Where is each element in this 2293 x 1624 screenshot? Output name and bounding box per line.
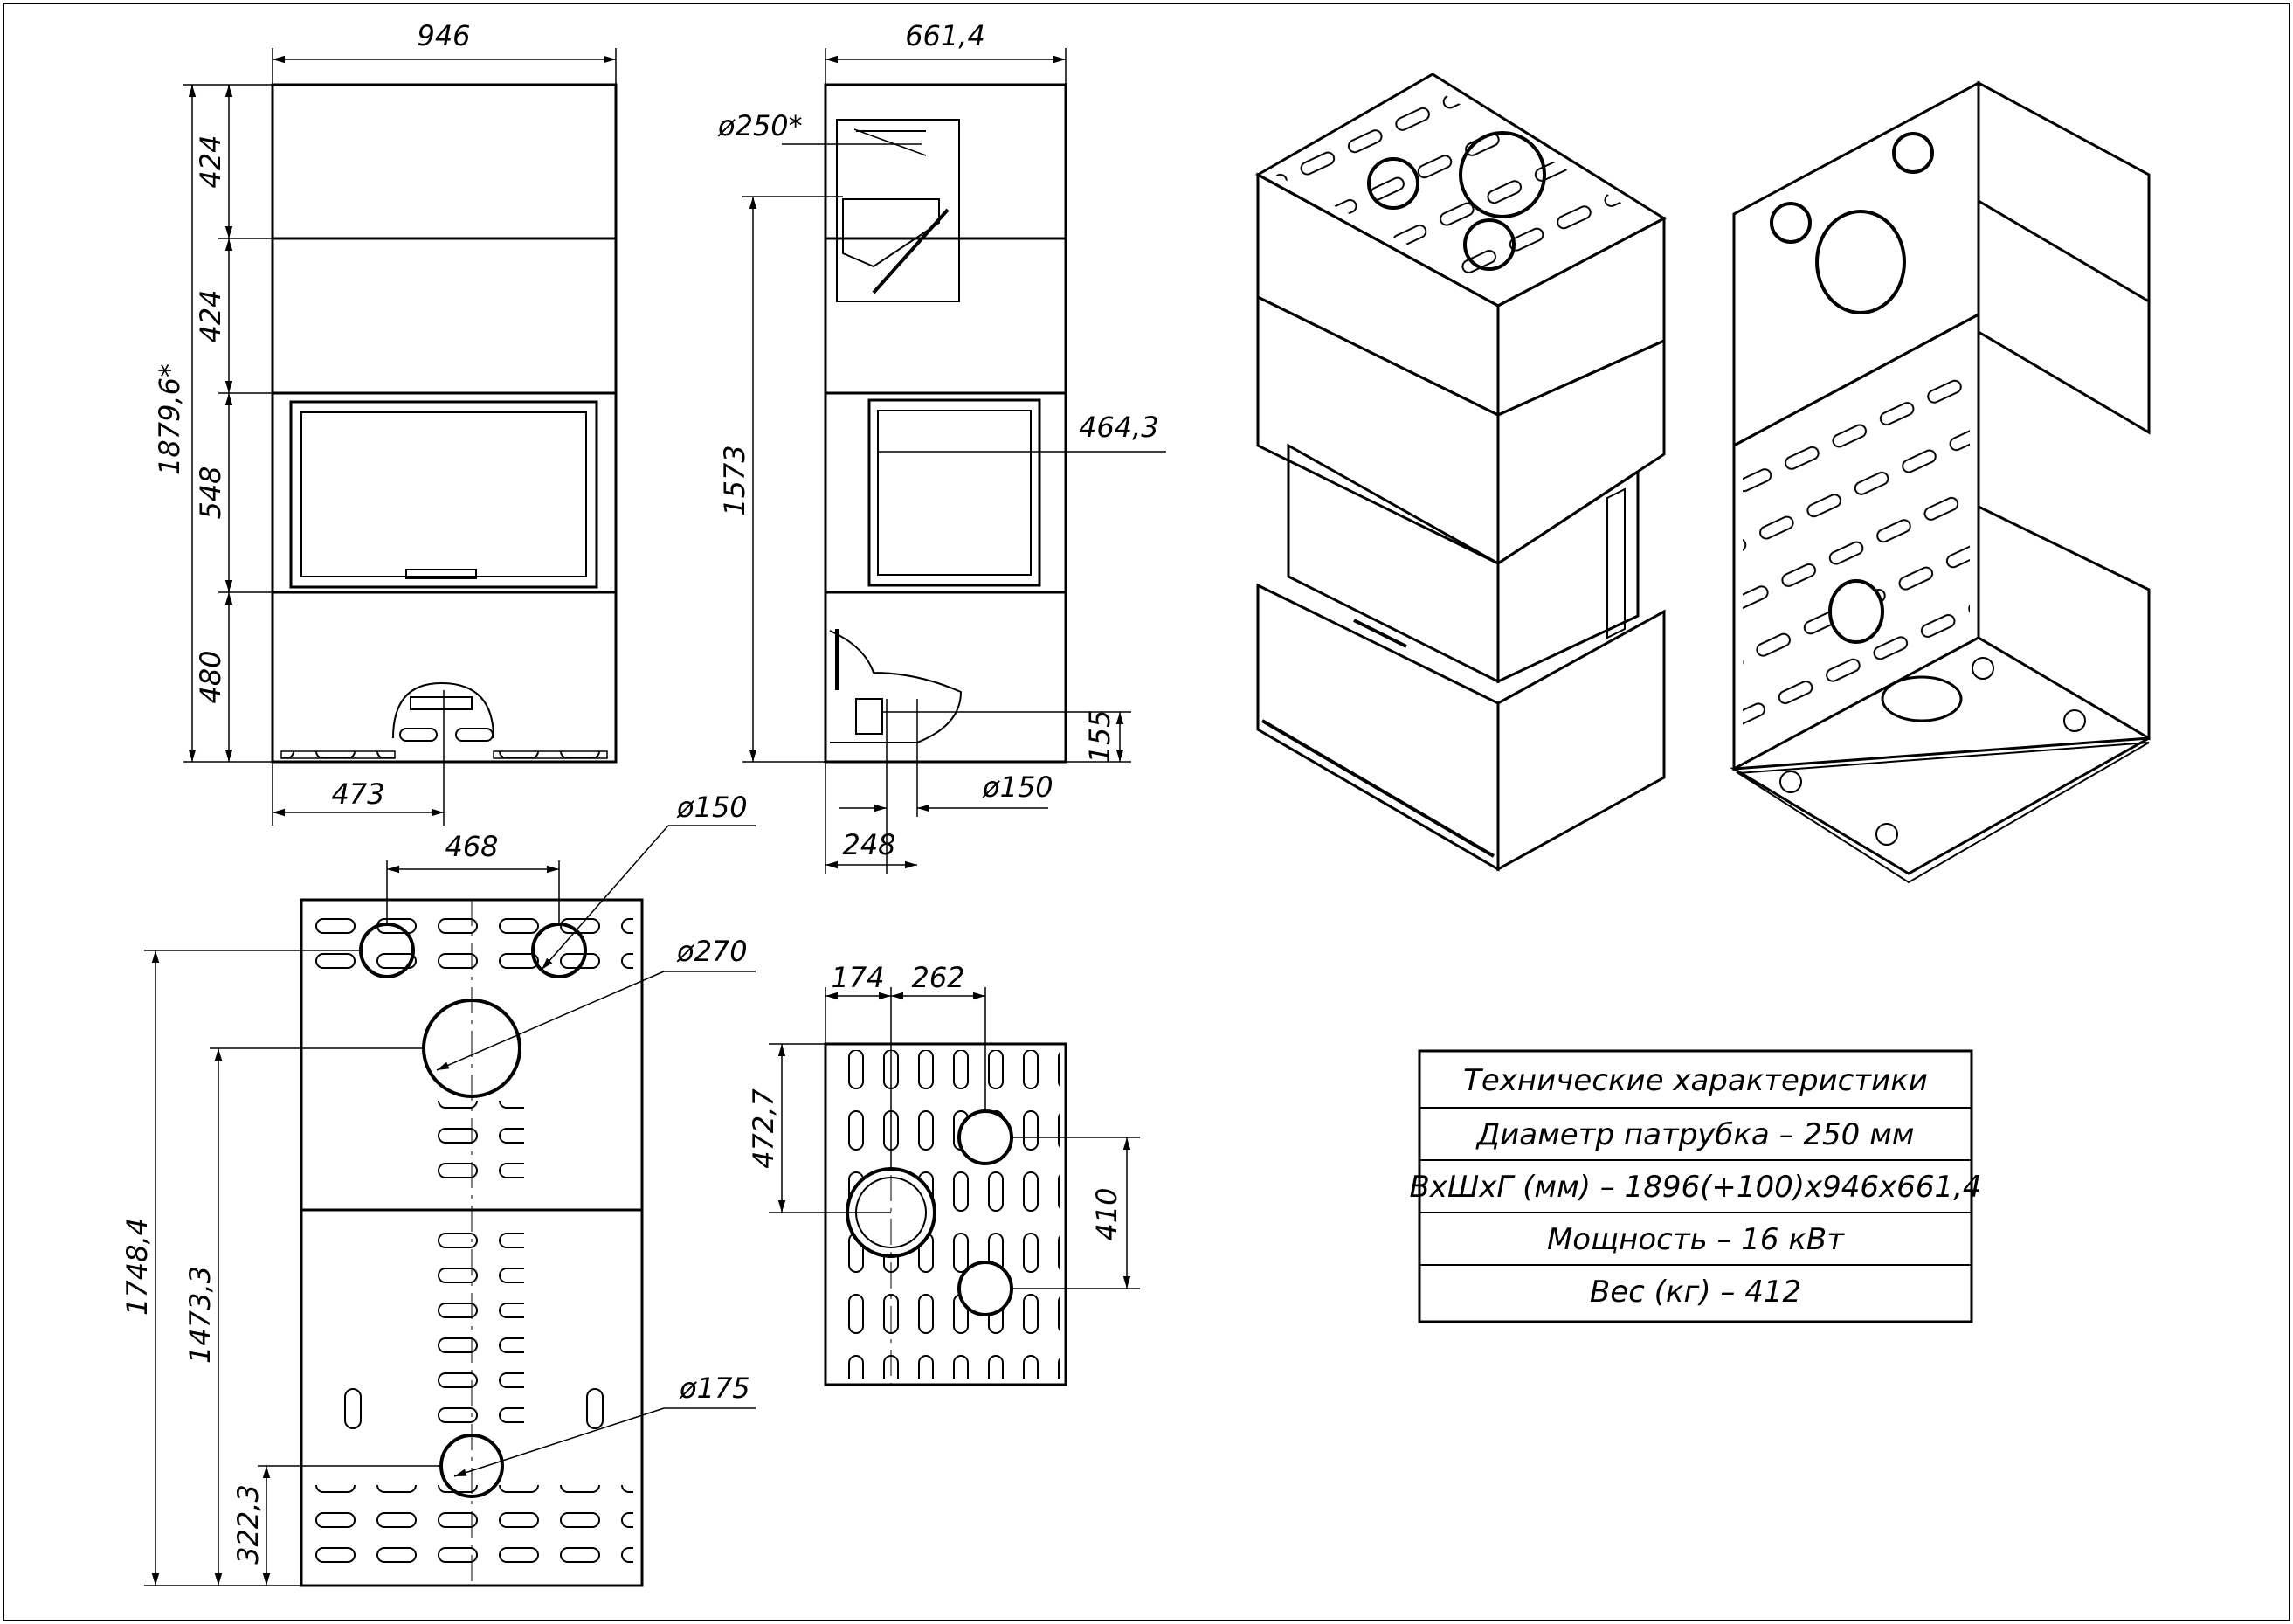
top-panel-outline [824, 1042, 1067, 1386]
front-body-outline [271, 83, 618, 764]
spec-row: ВхШхГ (мм) – 1896(+100)х946х661,4 [1409, 1170, 1981, 1205]
side-outlet-diameter-label: ø250* [717, 109, 803, 142]
iso-rear-large-hole [1815, 210, 1906, 314]
rear-large-hole-label: ø270 [676, 935, 748, 968]
isometric-front-view [1254, 73, 1668, 872]
side-depth-label: 661,4 [905, 19, 985, 52]
front-outlet-offset-label: 473 [331, 777, 384, 811]
front-section-1-label: 424 [194, 135, 227, 188]
door-handle [405, 569, 477, 579]
side-body-outline [824, 83, 1067, 764]
front-width-label: 946 [417, 19, 470, 52]
sheet-border [3, 3, 2290, 1621]
flue-section [836, 119, 960, 302]
front-section-3-label: 548 [194, 466, 227, 519]
top-depth-offset-label: 472,7 [747, 1088, 780, 1169]
rear-total-height-label: 1748,4 [121, 1218, 154, 1316]
specs-table: Технические характеристики Диаметр патру… [1409, 1049, 1982, 1323]
top-offset-2-label: 262 [911, 961, 964, 994]
top-hole-upper [957, 1109, 1013, 1165]
side-air-diameter-label: ø150 [982, 771, 1053, 804]
rear-bottom-hole-label: ø175 [679, 1372, 750, 1405]
front-cutout [392, 681, 494, 739]
spec-row: Мощность – 16 кВт [1547, 1222, 1845, 1257]
spec-row: Диаметр патрубка – 250 мм [1475, 1117, 1915, 1152]
top-hole-lower [957, 1261, 1013, 1316]
rear-view: 468 ø150 ø270 ø175 1748,4 1473,3 322,3 [121, 791, 756, 1587]
side-glass [867, 398, 1041, 587]
isometric-rear-view [1730, 80, 2151, 884]
specs-title: Технические характеристики [1463, 1063, 1928, 1098]
bottom-grill-right [493, 750, 608, 759]
front-total-height-label: 1879,6* [153, 363, 186, 475]
side-glass-depth-label: 464,3 [1079, 411, 1159, 444]
iso-base-front [1256, 583, 1500, 872]
bottom-grill-left [280, 750, 396, 759]
rear-hole-spacing-label: 468 [445, 830, 498, 863]
front-section-2-label: 424 [194, 289, 227, 342]
top-hole-spacing-label: 410 [1090, 1187, 1123, 1240]
top-view: 174 262 472,7 410 [747, 961, 1140, 1386]
front-view: 946 1879,6* 424 424 548 480 473 [153, 19, 618, 826]
side-cutaway [829, 630, 963, 743]
rear-bottom-hole-height-label: 322,3 [231, 1484, 265, 1565]
rear-small-hole-label: ø150 [676, 791, 748, 824]
spec-row: Вес (кг) – 412 [1590, 1275, 1801, 1310]
side-outlet-height-label: 1573 [718, 445, 751, 515]
side-air-height-label: 155 [1083, 709, 1116, 763]
rear-large-hole-height-label: 1473,3 [183, 1266, 217, 1364]
top-offset-1-label: 174 [831, 961, 884, 994]
front-glass-door [289, 400, 598, 589]
front-section-4-label: 480 [194, 650, 227, 703]
side-air-offset-label: 248 [842, 828, 895, 861]
side-view: 661,4 ø250* 1573 464,3 155 ø150 248 [717, 19, 1166, 874]
